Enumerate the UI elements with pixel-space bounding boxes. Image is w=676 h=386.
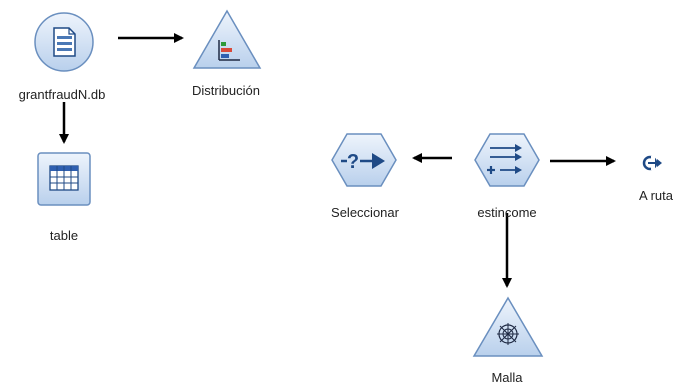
document-icon	[53, 27, 76, 57]
derive-field-icon	[474, 133, 540, 187]
question-arrow-glyph: ?	[341, 151, 385, 173]
node-label-select: Seleccionar	[331, 205, 400, 220]
route-connector-icon	[642, 155, 662, 171]
node-label-table: table	[50, 228, 78, 243]
distribution-graph-icon	[192, 9, 262, 69]
node-table[interactable]: table	[37, 152, 91, 243]
node-label-source: grantfraudN.db	[19, 87, 106, 102]
node-label-web: Malla	[491, 370, 523, 385]
node-source[interactable]: grantfraudN.db	[19, 12, 106, 102]
svg-text:?: ?	[347, 151, 359, 173]
node-route[interactable]: A ruta	[639, 155, 674, 203]
node-web[interactable]: Malla	[472, 296, 544, 385]
node-estincome[interactable]: estincome	[474, 133, 540, 220]
node-label-estincome: estincome	[477, 205, 536, 220]
grid-icon	[49, 165, 79, 191]
links	[59, 33, 616, 288]
node-label-distribution: Distribución	[192, 83, 260, 98]
node-distribution[interactable]: Distribución	[192, 9, 262, 98]
web-glyph	[497, 323, 519, 345]
bar-distribution-glyph	[218, 40, 240, 61]
derive-arrows-glyph	[487, 144, 522, 174]
node-label-route: A ruta	[639, 188, 674, 203]
node-select[interactable]: ? Seleccionar	[331, 133, 400, 220]
